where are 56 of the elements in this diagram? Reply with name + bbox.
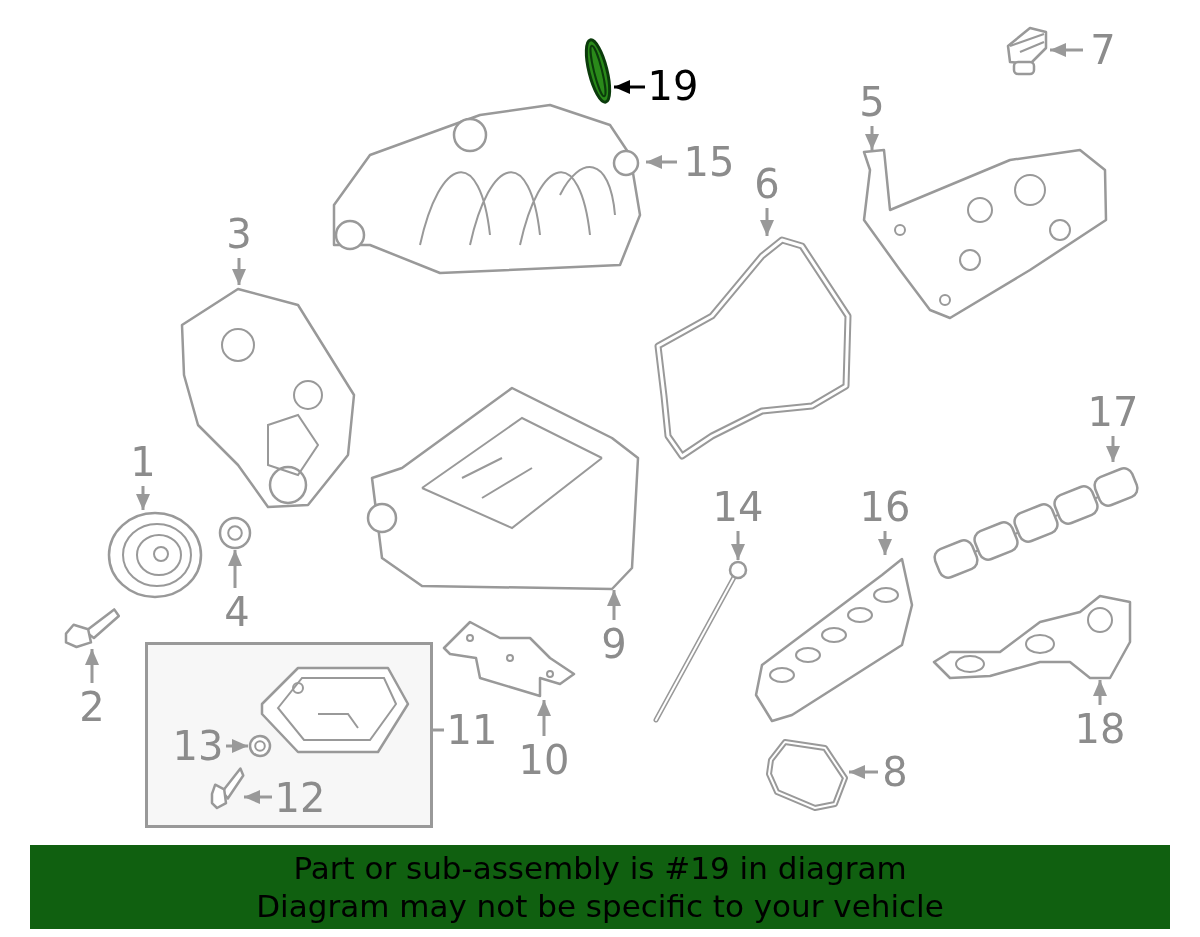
- callout-number: 11: [444, 706, 500, 754]
- leader-arrow: [1106, 436, 1120, 462]
- dipstick-drawing: [650, 560, 750, 725]
- callout-number: 17: [1085, 388, 1141, 436]
- gasket-drawing: [930, 592, 1134, 680]
- leader-arrow: [85, 649, 99, 683]
- group-frame: [145, 642, 433, 828]
- callout-number: 14: [710, 483, 766, 531]
- notice-banner: [30, 845, 1170, 929]
- callout-number: 3: [222, 210, 256, 258]
- callout-number: 5: [855, 78, 889, 126]
- bolt-drawing: [208, 764, 244, 810]
- leader-arrow: [1050, 43, 1083, 57]
- leader-arrow: [760, 208, 774, 236]
- callout-number: 4: [222, 588, 252, 636]
- baffle-plate-drawing: [440, 618, 578, 700]
- leader-arrow: [1093, 680, 1107, 705]
- leader-arrow: [614, 80, 645, 94]
- notice-text: Diagram may not be specific to your vehicle: [256, 887, 944, 925]
- pulley-drawing: [105, 510, 205, 600]
- leader-arrow: [731, 531, 745, 560]
- leader-arrow: [226, 739, 248, 753]
- leader-arrow: [646, 155, 677, 169]
- callout-number: 7: [1083, 26, 1123, 74]
- callout-number: 19: [645, 62, 701, 110]
- washer-drawing: [248, 734, 272, 758]
- callout-number: 2: [76, 683, 108, 731]
- engine-front-cover-drawing: [178, 285, 358, 510]
- leader-arrow: [607, 590, 621, 620]
- bolt-drawing: [62, 605, 120, 649]
- callout-number: 18: [1072, 705, 1128, 753]
- seal-ring-drawing: [582, 38, 614, 104]
- valve-cover-drawing: [860, 150, 1110, 320]
- callout-number: 13: [170, 722, 226, 770]
- callout-number: 8: [878, 748, 912, 796]
- callout-number: 1: [128, 438, 158, 486]
- gasket-drawing: [652, 236, 852, 460]
- leader-arrow: [244, 790, 272, 804]
- callout-number: 16: [857, 483, 913, 531]
- leader-arrow: [228, 550, 242, 588]
- washer-drawing: [218, 516, 252, 550]
- gasket-drawing: [765, 738, 849, 810]
- leader-arrow: [849, 765, 878, 779]
- leader-line: [433, 728, 444, 732]
- leader-arrow: [537, 700, 551, 736]
- notice-text: Part or sub-assembly is #19 in diagram: [293, 849, 907, 887]
- callout-number: 10: [516, 736, 572, 784]
- callout-number: 15: [677, 138, 741, 186]
- callout-number: 12: [272, 774, 328, 822]
- leader-arrow: [865, 126, 879, 150]
- leader-arrow: [232, 258, 246, 285]
- leader-arrow: [878, 531, 892, 555]
- callout-number: 6: [750, 160, 784, 208]
- leader-arrow: [136, 486, 150, 510]
- oil-pan-drawing: [258, 664, 412, 756]
- callout-number: 9: [598, 620, 630, 668]
